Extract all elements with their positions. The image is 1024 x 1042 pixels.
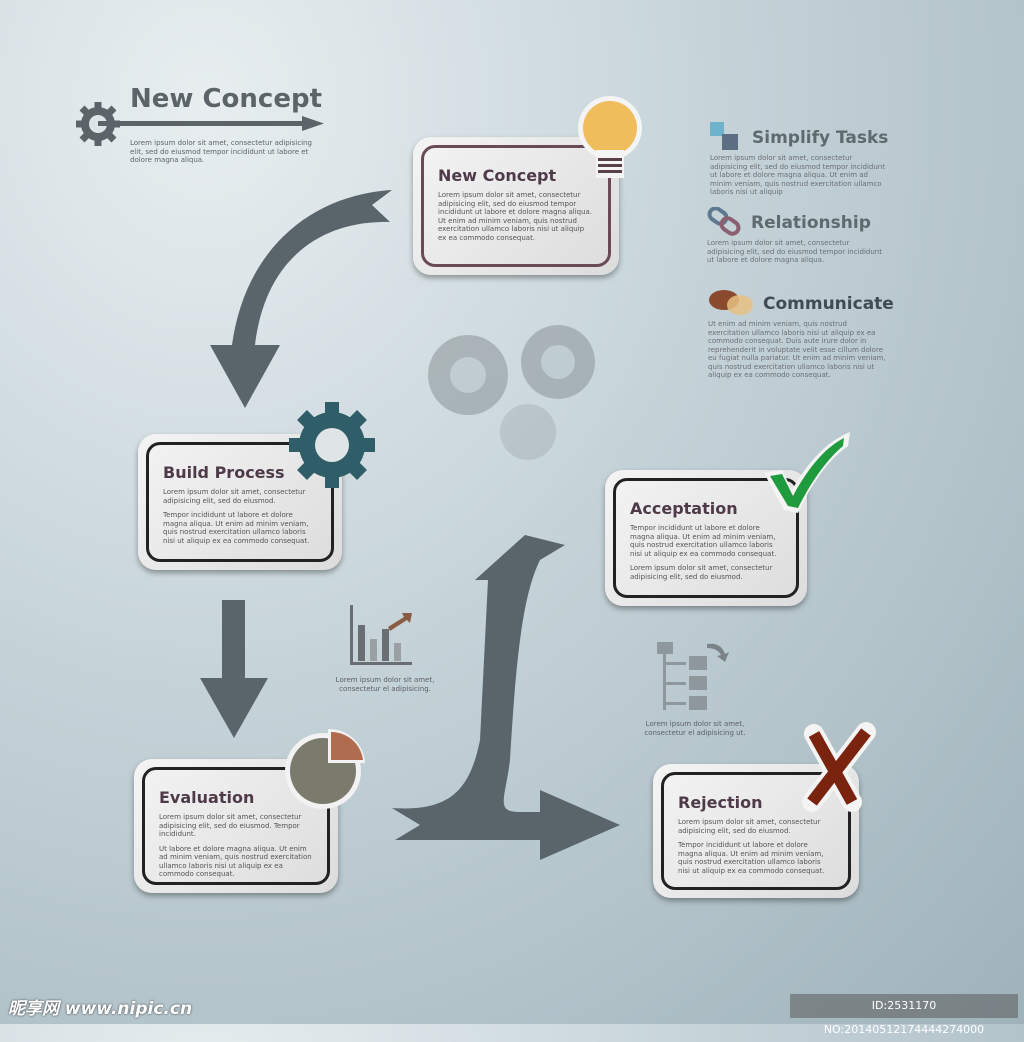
card-title: Acceptation [630,499,738,518]
speech-bubbles-icon [709,290,753,315]
arrow-down [200,600,268,738]
side-text: Ut enim ad minim veniam, quis nostrud ex… [708,320,886,379]
card-text: Tempor incididunt ut labore et dolore ma… [678,841,825,875]
side-text: Lorem ipsum dolor sit amet, consectetur … [710,154,885,196]
lightbulb-icon [578,96,642,178]
card-text: Ut labore et dolore magna aliqua. Ut eni… [159,844,312,879]
curved-arrow-down [210,190,392,408]
bar-chart-icon [350,605,412,665]
center-gears-icon [428,325,595,460]
card-text: Lorem ipsum dolor sit amet, consectetur … [630,564,773,581]
image-id: ID:2531170 NO:20140512174444274000 [790,994,1018,1036]
card-text: Lorem ipsum dolor sit amet, consectetur … [438,191,593,242]
side-text: Lorem ipsum dolor sit amet, consectetur … [707,239,882,264]
cross-icon [802,722,876,812]
junction-arrows [392,535,620,860]
gear-icon [289,402,375,488]
card-text: Lorem ipsum dolor sit amet, consectetur … [163,488,306,505]
chain-link-icon [707,207,741,236]
card-title: Evaluation [159,788,255,807]
pie-chart-icon [285,728,365,809]
card-text: Tempor incididunt ut labore et dolore ma… [163,511,310,545]
card-text: Lorem ipsum dolor sit amet, consectetur … [159,813,302,838]
folders-caption: Lorem ipsum dolor sit amet, consectetur … [644,720,746,737]
card-title: New Concept [438,166,557,185]
card-title: Build Process [163,463,285,482]
card-title: Rejection [678,793,763,812]
folder-tree-icon [657,642,729,710]
side-item-communicate: Communicate Ut enim ad minim veniam, qui… [708,288,894,380]
side-item-relationship: Relationship Lorem ipsum dolor sit amet,… [707,207,887,265]
watermark: 昵享网 www.nipic.cn [8,999,193,1019]
card-text: Lorem ipsum dolor sit amet, consectetur … [678,818,821,835]
arrows-in-icon [710,122,738,150]
gear-arrow-icon [76,102,324,146]
header-text: Lorem ipsum dolor sit amet, consectetur … [130,139,312,164]
header-title: New Concept [130,84,323,114]
side-title: Simplify Tasks [752,128,889,148]
card-text: Tempor incididunt ut labore et dolore ma… [630,524,777,558]
chart-caption: Lorem ipsum dolor sit amet, consectetur … [335,676,435,693]
side-title: Relationship [751,213,871,233]
checkmark-icon [764,432,850,513]
side-title: Communicate [763,294,894,314]
side-item-simplify: Simplify Tasks Lorem ipsum dolor sit ame… [710,122,890,197]
